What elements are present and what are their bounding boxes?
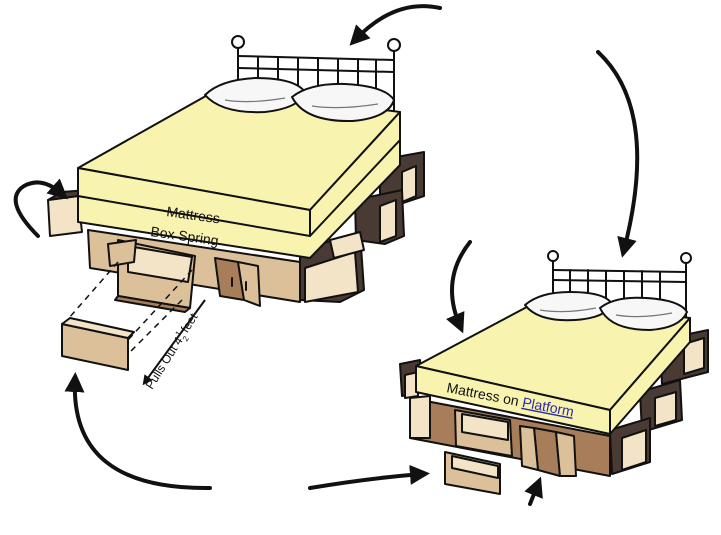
fraction-numerator: 1	[173, 329, 183, 338]
traditional-bed: Mattress Box Spring Pulls Out 412feet	[47, 35, 425, 394]
mattress-label: Mattress	[166, 203, 221, 226]
fraction-denominator: 2	[181, 334, 191, 343]
platform-bed: Mattress on Platform	[399, 250, 709, 495]
arrow-top	[349, 4, 442, 46]
svg-text:Pulls Out 412feet: Pulls Out 412feet	[142, 310, 204, 394]
arrow-right-curve	[446, 240, 472, 334]
mattress-right	[415, 291, 691, 435]
drawers-right-bed	[399, 329, 709, 495]
arrow-small-up	[524, 476, 543, 506]
arrow-bottom-left	[64, 372, 212, 491]
arrow-bottom	[308, 464, 430, 490]
headboard-left	[231, 35, 401, 123]
arrow-right-down	[596, 50, 640, 258]
drawers-left-bed	[47, 151, 425, 313]
cycle-arrows	[13, 4, 640, 506]
pulled-out-drawer	[61, 261, 193, 371]
pulls-out-label: Pulls Out 4	[143, 334, 186, 391]
arrow-left-loop	[13, 178, 68, 238]
mattress-left	[77, 77, 401, 237]
